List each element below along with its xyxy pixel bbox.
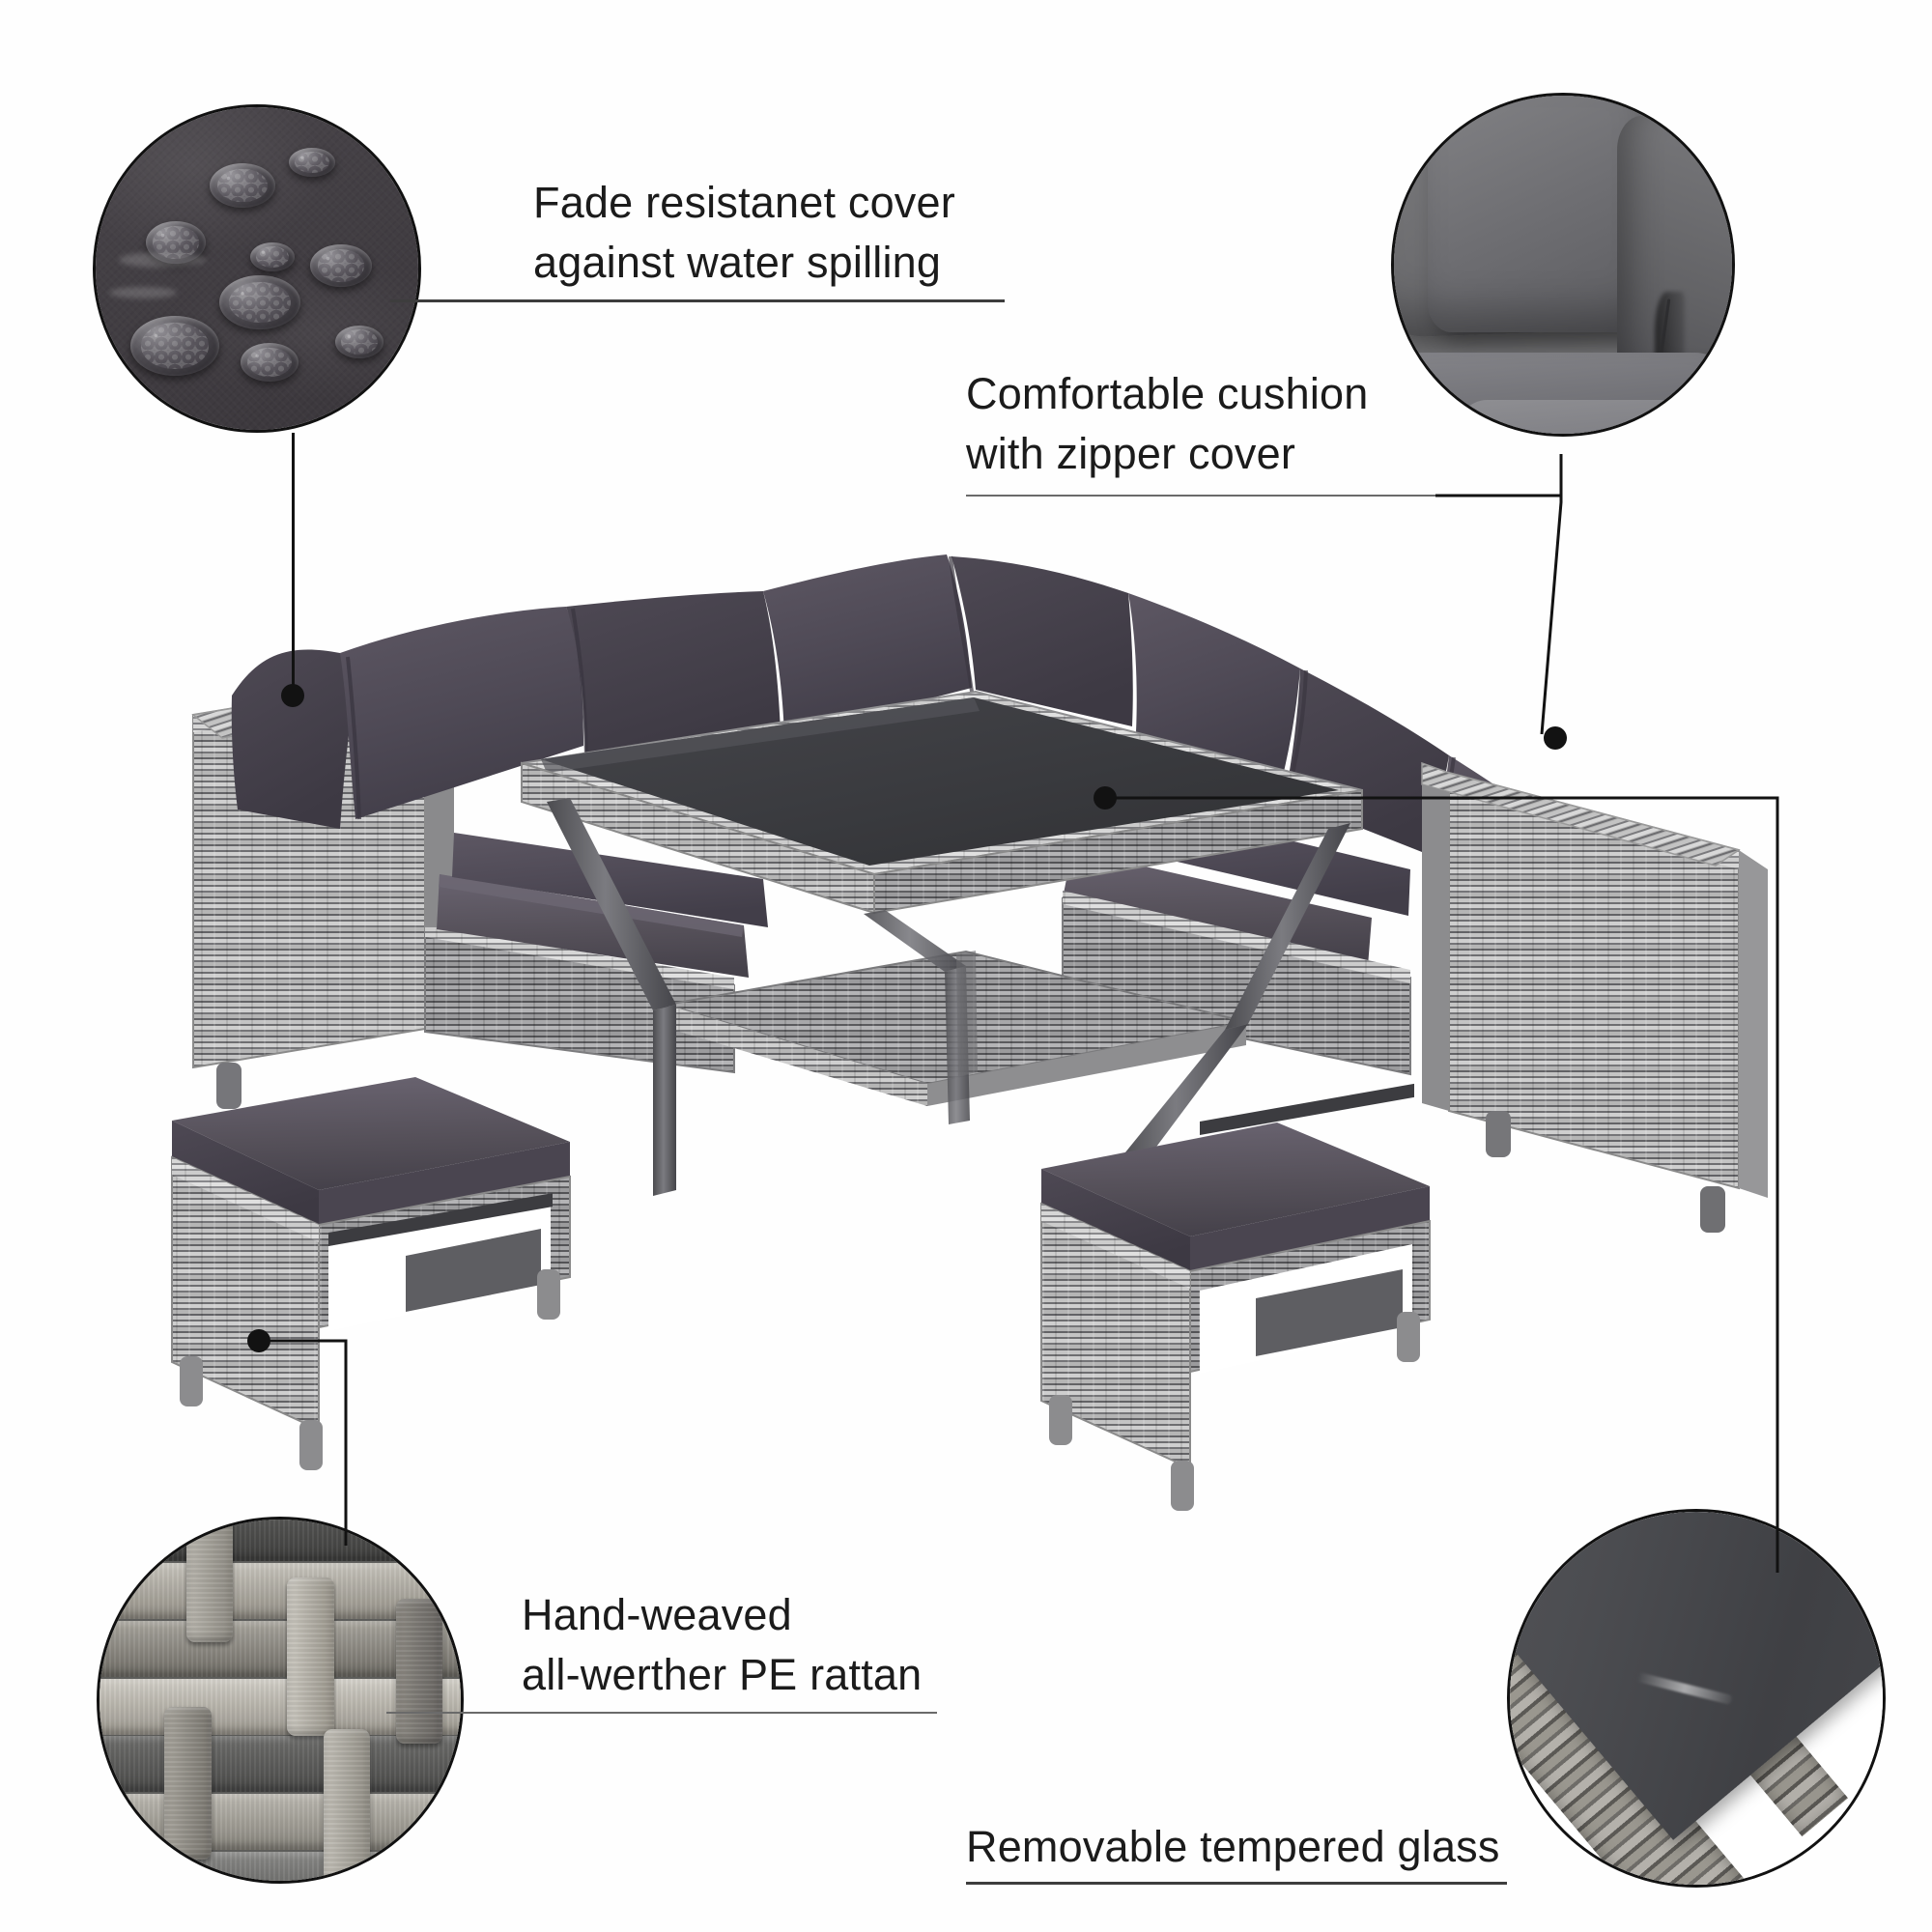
cushion-scene bbox=[1394, 96, 1732, 434]
leader-dot-hand-weaved bbox=[247, 1329, 270, 1352]
leader-dot-comfortable-cushion bbox=[1544, 726, 1567, 750]
water-droplet bbox=[310, 244, 372, 287]
water-droplet bbox=[210, 163, 275, 208]
weave-strand-vertical bbox=[164, 1707, 212, 1860]
weave-strand bbox=[99, 1736, 461, 1793]
water-droplet bbox=[289, 148, 335, 177]
callout-detail-hand-weaved-rattan bbox=[97, 1517, 464, 1884]
callout-detail-comfortable-cushion bbox=[1391, 93, 1735, 437]
leader-dot-removable-glass bbox=[1094, 786, 1117, 810]
callout-detail-fade-resistant bbox=[93, 104, 421, 433]
fabric-highlight bbox=[109, 287, 177, 298]
weave-strand bbox=[99, 1794, 461, 1851]
callout-text-fade-resistant-line1: Fade resistanet cover bbox=[533, 178, 955, 227]
callout-text-hand-weaved-line1: Hand-weaved bbox=[522, 1590, 792, 1639]
rattan-weave-scene bbox=[99, 1520, 461, 1881]
weave-strand-vertical bbox=[287, 1577, 335, 1737]
leader-dot-fade-resistant bbox=[281, 684, 304, 707]
callout-detail-removable-glass bbox=[1507, 1509, 1886, 1888]
weave-strand-vertical bbox=[323, 1728, 371, 1881]
callout-text-fade-resistant-line2: against water spilling bbox=[533, 238, 942, 287]
callout-rule-hand-weaved bbox=[386, 1712, 937, 1714]
callout-text-removable-glass-line1: Removable tempered glass bbox=[966, 1822, 1500, 1871]
sofa-corner-pillow bbox=[763, 554, 1133, 736]
callout-rule-removable-glass bbox=[966, 1882, 1507, 1885]
water-droplet bbox=[146, 221, 206, 264]
callout-text-hand-weaved-line2: all-werther PE rattan bbox=[522, 1650, 923, 1699]
water-droplet bbox=[241, 343, 298, 382]
sofa-back-pillows-left bbox=[231, 591, 781, 829]
weave-strand bbox=[99, 1852, 461, 1881]
fabric-highlight bbox=[119, 252, 206, 268]
ottoman-left bbox=[171, 1077, 571, 1470]
weave-strand-vertical bbox=[185, 1520, 234, 1643]
water-droplet bbox=[250, 242, 295, 271]
callout-rule-fade-resistant bbox=[390, 299, 1005, 302]
callout-rule-comfortable-cushion bbox=[966, 495, 1435, 497]
callout-text-comfortable-cushion-line2: with zipper cover bbox=[966, 429, 1296, 478]
leader-line-fade-resistant-a bbox=[292, 433, 295, 589]
water-droplet bbox=[219, 275, 300, 329]
cushion-seat-second bbox=[1455, 400, 1732, 434]
callout-text-comfortable-cushion-line1: Comfortable cushion bbox=[966, 369, 1369, 418]
ottoman-right bbox=[1040, 1083, 1431, 1511]
water-droplet bbox=[130, 316, 219, 376]
weave-strand-vertical bbox=[395, 1599, 443, 1744]
glass-corner-scene bbox=[1510, 1512, 1883, 1885]
water-droplet bbox=[335, 326, 384, 358]
leader-line-fade-resistant-b bbox=[292, 587, 295, 696]
weave-strand bbox=[99, 1520, 461, 1562]
